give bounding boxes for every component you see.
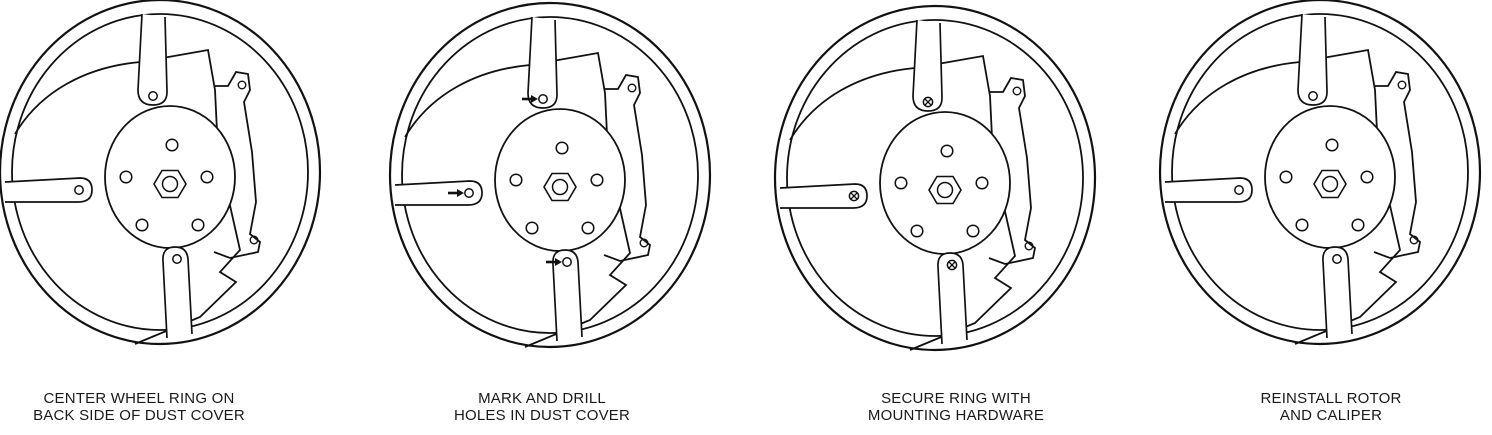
bracket-hole-3 [172, 254, 182, 264]
bracket-hole-2 [1234, 185, 1244, 195]
bracket-hole-3 [562, 257, 572, 267]
bracket-hole-1 [538, 94, 548, 104]
fastener-icon-2 [848, 190, 860, 202]
bracket-hole-3 [1332, 254, 1342, 264]
wheel-assembly [773, 4, 1097, 352]
wheel-diagram-4 [1158, 0, 1482, 346]
bracket-hole-2 [464, 188, 474, 198]
step-4-caption-line-1: REINSTALL ROTOR [1260, 390, 1402, 407]
step-4-caption: REINSTALL ROTOR AND CALIPER [1161, 390, 1492, 424]
step-3-caption-line-2: MOUNTING HARDWARE [867, 407, 1045, 424]
step-3-caption: SECURE RING WITH MOUNTING HARDWARE [786, 390, 1126, 424]
wheel-assembly [388, 1, 712, 349]
fastener-icon-1 [922, 96, 934, 108]
wheel-assembly [0, 0, 322, 346]
step-2-caption: MARK AND DRILL HOLES IN DUST COVER [372, 390, 712, 424]
step-1-caption-line-1: CENTER WHEEL RING ON [43, 390, 235, 407]
step-4-caption-line-2: AND CALIPER [1279, 407, 1383, 424]
step-2-caption-line-1: MARK AND DRILL [478, 390, 606, 407]
bracket-hole-1 [1308, 91, 1318, 101]
bracket-hole-1 [148, 91, 158, 101]
step-2-caption-line-2: HOLES IN DUST COVER [453, 407, 631, 424]
wheel-diagram-1 [0, 0, 322, 346]
wheel-diagram-3 [773, 4, 1097, 352]
wheel-assembly [1158, 0, 1482, 346]
step-3-caption-line-1: SECURE RING WITH [881, 390, 1031, 407]
step-1-caption-line-2: BACK SIDE OF DUST COVER [33, 407, 245, 424]
wheel-diagram-2 [388, 1, 712, 349]
step-1-caption: CENTER WHEEL RING ON BACK SIDE OF DUST C… [0, 390, 309, 424]
fastener-icon-3 [946, 259, 958, 271]
bracket-hole-2 [74, 185, 84, 195]
